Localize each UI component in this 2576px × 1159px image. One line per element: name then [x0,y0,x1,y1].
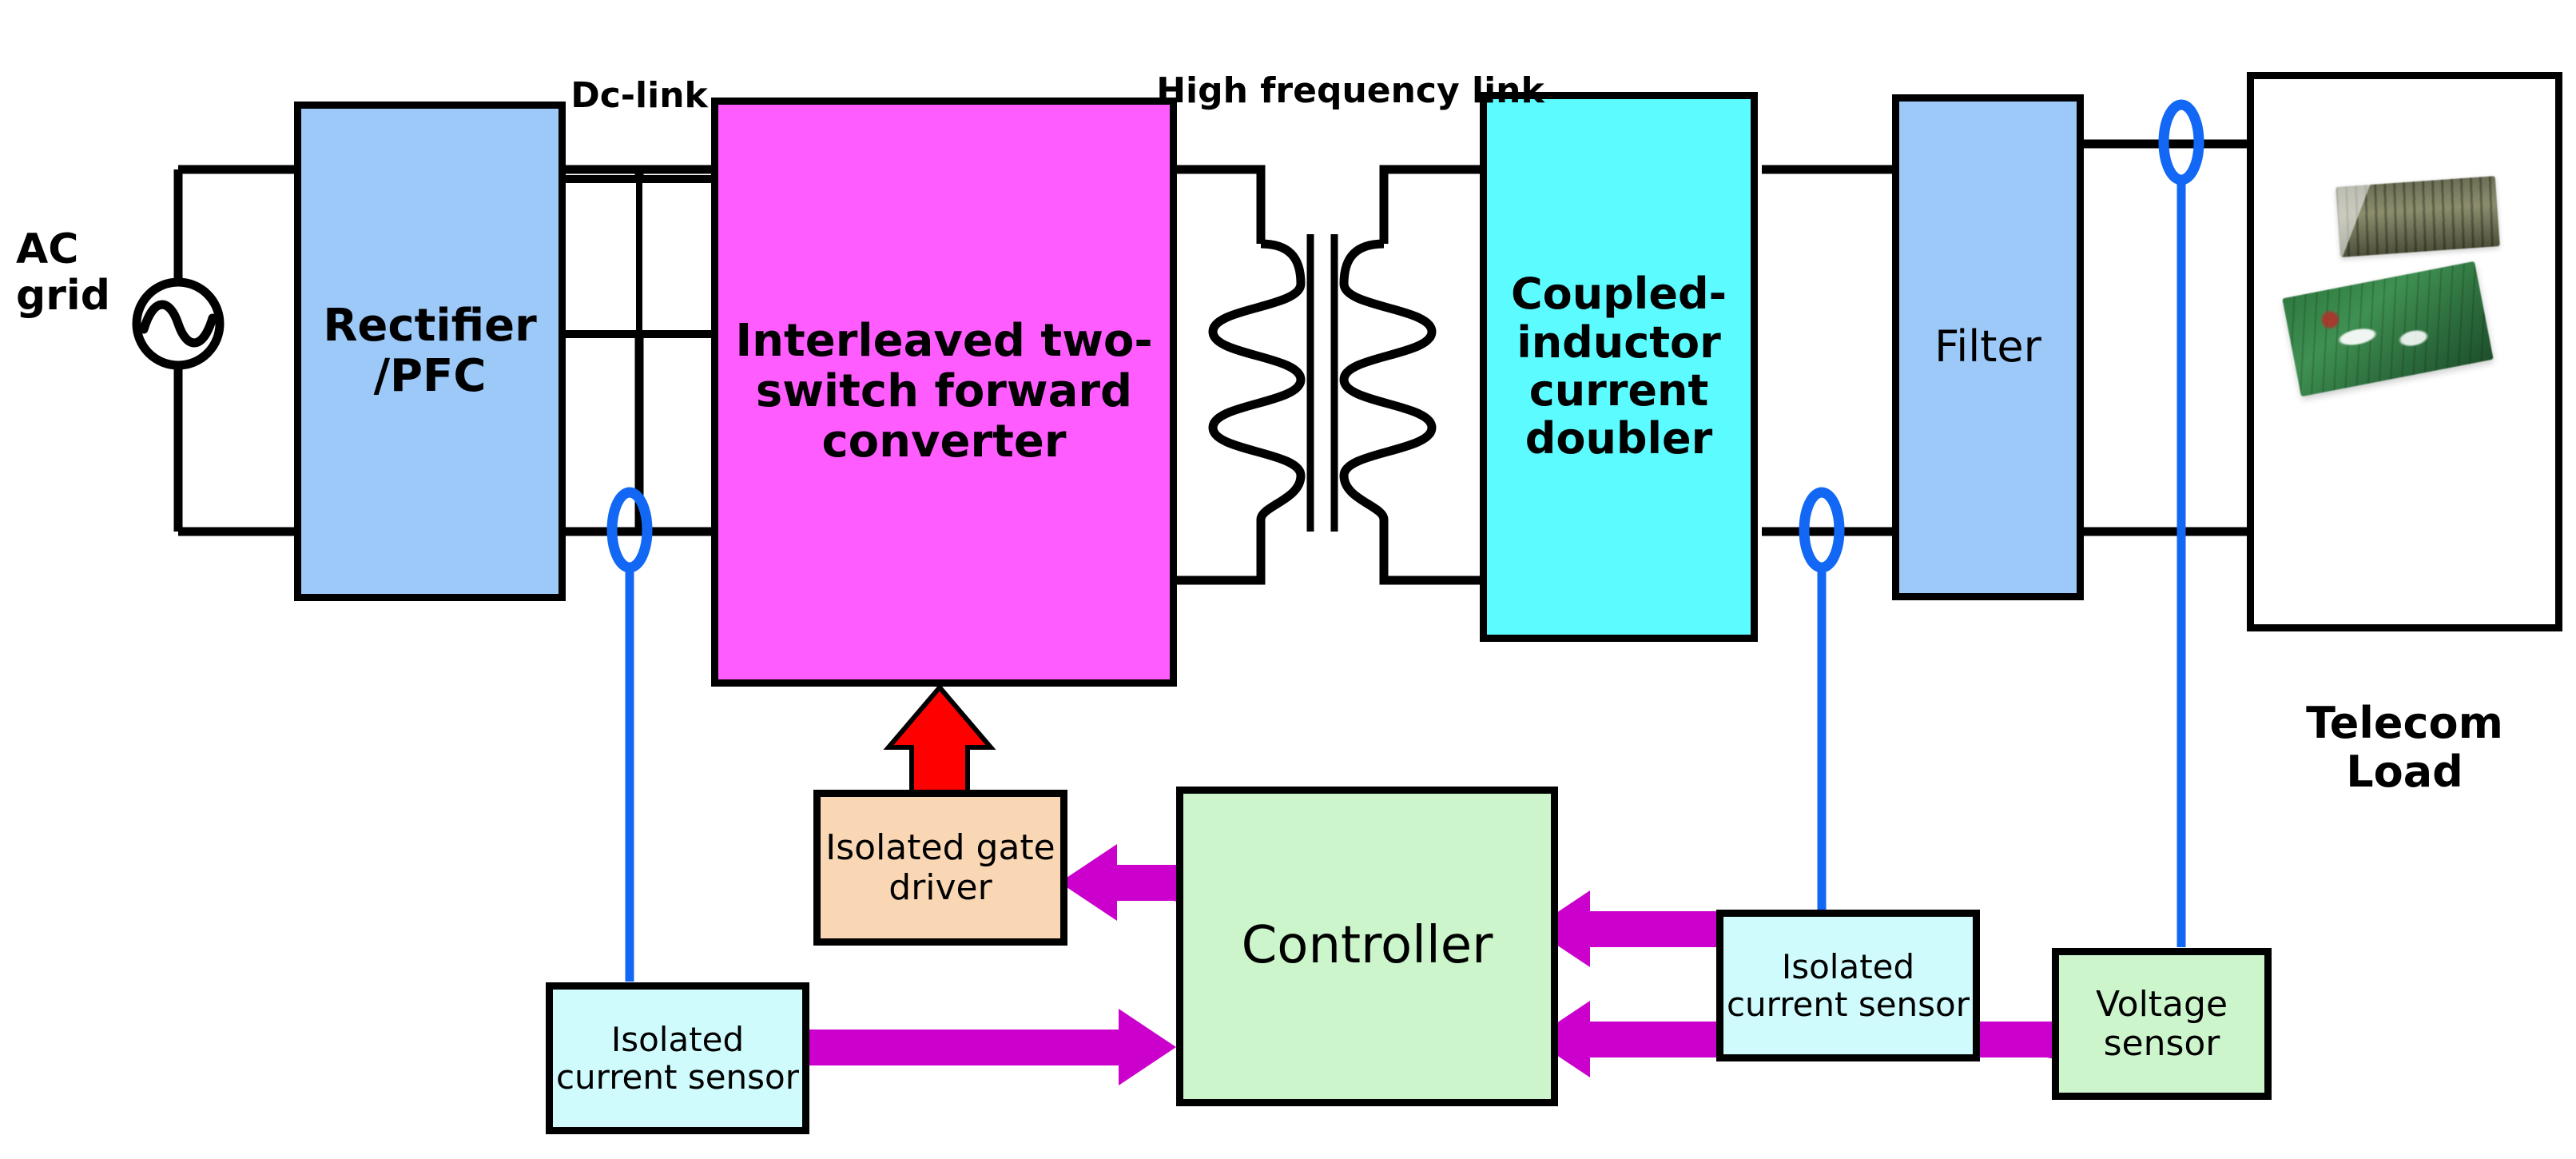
block-telecom-load[interactable] [2247,72,2562,631]
voltage-probe-icon [2158,99,2204,947]
doubler-filter-wiring [1762,165,1892,536]
gate-drive-arrow [883,683,996,798]
block-current-doubler-label: Coupled- inductor current doubler [1510,269,1727,464]
block-controller[interactable]: Controller [1176,787,1558,1106]
pcb-photo-bottom [2282,261,2494,397]
block-isolated-gate-driver-label: Isolated gate driver [825,827,1055,908]
filter-load-wiring [2081,139,2247,536]
block-isolated-gate-driver[interactable]: Isolated gate driver [813,790,1067,946]
block-isolated-current-sensor-output[interactable]: Isolated current sensor [1716,910,1980,1061]
label-telecom-load-text: Telecom Load [2306,698,2503,797]
hf-link-wiring-primary [1177,165,1266,585]
capacitor-icon [563,175,719,338]
block-interleaved-converter-label: Interleaved two-switch forward converter [735,315,1153,468]
label-telecom-load: Telecom Load [2247,651,2562,796]
signal-arrow-controller-to-gatedriver [1059,844,1189,921]
block-voltage-sensor[interactable]: Voltage sensor [2052,948,2272,1100]
label-high-frequency-link-text: High frequency link [1156,70,1544,112]
block-rectifier-pfc-label: Rectifier /PFC [323,299,537,402]
label-ac-grid: AC grid [16,180,140,320]
block-current-doubler[interactable]: Coupled- inductor current doubler [1480,92,1758,642]
block-voltage-sensor-label: Voltage sensor [2095,983,2228,1064]
current-probe-icon-input [606,487,653,982]
block-interleaved-converter[interactable]: Interleaved two-switch forward converter [711,98,1177,687]
label-ac-grid-text: AC grid [16,225,110,321]
block-filter-label: Filter [1934,321,2041,372]
signal-arrow-outputsensor-to-controller [1532,890,1746,967]
pcb-photo-top [2335,176,2500,257]
hf-link-wiring-secondary [1379,165,1480,585]
ac-grid-wiring [173,165,297,536]
current-probe-icon-output [1799,487,1845,914]
block-isolated-current-sensor-input-label: Isolated current sensor [555,1019,800,1097]
label-high-frequency-link: High frequency link [1127,32,1574,111]
transformer-icon [1208,234,1437,532]
signal-arrow-inputsensor-to-controller [788,1009,1176,1085]
block-isolated-current-sensor-input[interactable]: Isolated current sensor [546,982,809,1134]
ac-source-icon [132,277,225,370]
block-isolated-current-sensor-output-label: Isolated current sensor [1726,946,1970,1024]
block-controller-label: Controller [1241,916,1493,976]
label-dc-link: Dc-link [523,37,755,116]
label-dc-link-text: Dc-link [570,75,708,117]
block-rectifier-pfc[interactable]: Rectifier /PFC [294,102,566,601]
block-filter[interactable]: Filter [1892,94,2084,600]
